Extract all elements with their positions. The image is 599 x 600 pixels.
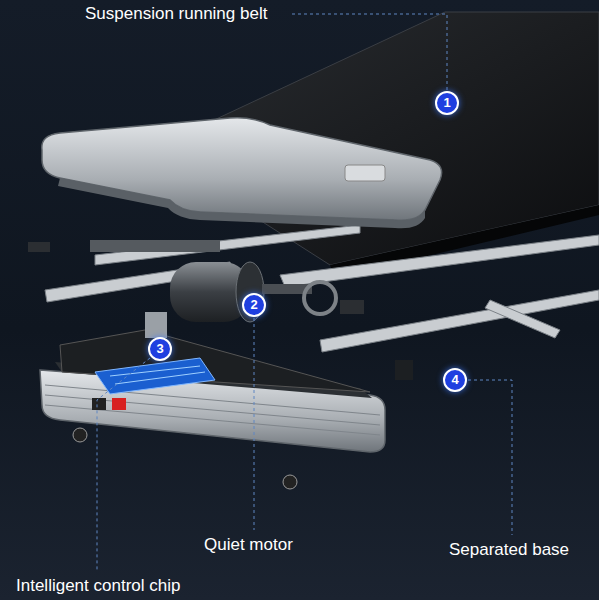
- part-name: Intelligent control chip: [16, 576, 180, 596]
- callout-number: 2: [242, 293, 266, 317]
- part-name: Separated base: [449, 540, 569, 560]
- callout-number: 1: [435, 91, 459, 115]
- part-name: Suspension running belt: [85, 4, 267, 24]
- callout-number: 4: [443, 368, 467, 392]
- callout-number: 3: [148, 337, 172, 361]
- part-name: Quiet motor: [204, 535, 293, 555]
